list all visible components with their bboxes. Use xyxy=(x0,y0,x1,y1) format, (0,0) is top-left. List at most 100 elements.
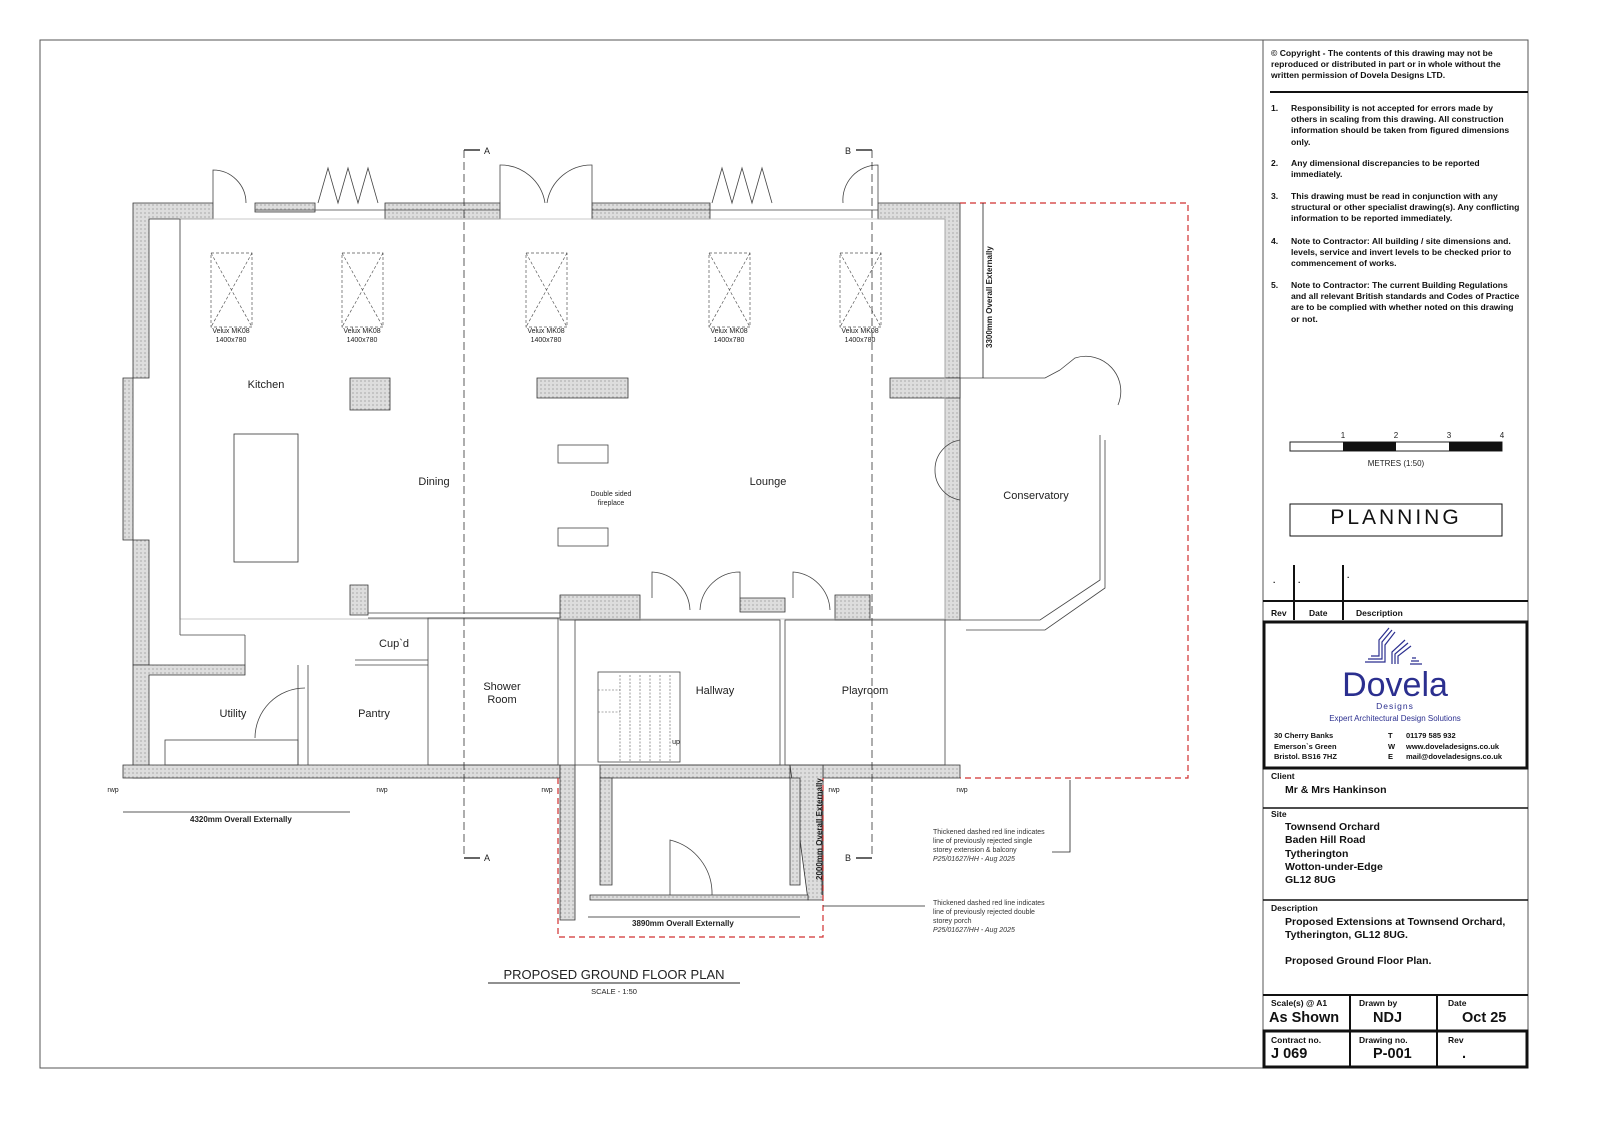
dovela-logo-mark xyxy=(1365,627,1422,665)
room-label-conservatory: Conservatory xyxy=(1003,490,1069,502)
rejected-extension-outline xyxy=(557,202,1189,938)
note-4: 4. Note to Contractor: All building / sit… xyxy=(1271,236,1521,270)
velux-size: 1400x780 xyxy=(216,337,247,344)
rev-label: Rev xyxy=(1448,1035,1464,1045)
site-line: Tytherington xyxy=(1285,847,1349,860)
annotation-line: line of previously rejected single xyxy=(933,838,1032,845)
site-line: Wotton-under-Edge xyxy=(1285,860,1383,873)
contact-key: T xyxy=(1388,731,1393,740)
note-text: Note to Contractor: The current Building… xyxy=(1291,280,1520,324)
note-number: 1. xyxy=(1271,103,1279,113)
date-label: Date xyxy=(1448,998,1467,1008)
internal-walls xyxy=(164,164,1122,896)
scale-bar: 1 2 3 4 METRES (1:50) xyxy=(1289,431,1505,468)
address-line: 30 Cherry Banks xyxy=(1274,731,1334,740)
note-text: Note to Contractor: All building / site … xyxy=(1291,236,1512,269)
description-text: Proposed Extensions at Townsend Orchard,… xyxy=(1285,916,1505,968)
plan-title: PROPOSED GROUND FLOOR PLAN xyxy=(503,967,724,982)
room-label-utility: Utility xyxy=(220,708,247,720)
dimension-left: 4320mm Overall Externally xyxy=(190,815,292,824)
revision-description: . xyxy=(1347,570,1350,580)
planning-stamp: PLANNING xyxy=(1330,506,1462,529)
room-label-cupd: Cup`d xyxy=(379,638,409,650)
note-text: This drawing must be read in conjunction… xyxy=(1291,191,1520,224)
room-label-playroom: Playroom xyxy=(842,685,888,697)
note-3: 3.This drawing must be read in conjuncti… xyxy=(1271,191,1521,225)
note-number: 5. xyxy=(1271,280,1279,290)
plan-scale: SCALE - 1:50 xyxy=(591,987,637,996)
annotation-line: Thickened dashed red line indicates xyxy=(933,829,1045,836)
annotation-ref: P25/01627/HH - Aug 2025 xyxy=(933,856,1015,863)
site-address: Townsend Orchard Baden Hill Road Tytheri… xyxy=(1285,821,1383,887)
company-tagline: Expert Architectural Design Solutions xyxy=(1329,714,1461,723)
velux-size: 1400x780 xyxy=(845,337,876,344)
revision-header-description: Description xyxy=(1356,608,1403,618)
room-label-dining: Dining xyxy=(418,476,449,488)
room-label-pantry: Pantry xyxy=(358,708,390,720)
rwp-label: rwp xyxy=(541,787,552,794)
rwp-label: rwp xyxy=(828,787,839,794)
description-line: Tytherington, GL12 8UG. xyxy=(1285,929,1408,942)
velux-name: Velux MK08 xyxy=(841,328,878,335)
room-label-hallway: Hallway xyxy=(696,685,735,697)
note-number: 4. xyxy=(1271,236,1279,246)
note-text: Responsibility is not accepted for error… xyxy=(1291,103,1510,147)
scale-tick: 4 xyxy=(1500,431,1505,440)
annotation-line: line of previously rejected double xyxy=(933,909,1035,916)
rev-value: . xyxy=(1462,1046,1467,1062)
annotation-line: Thickened dashed red line indicates xyxy=(933,900,1045,907)
staircase xyxy=(598,675,671,762)
scale-tick: 3 xyxy=(1447,431,1452,440)
scale-tick: 1 xyxy=(1341,431,1346,440)
company-contact: 01179 585 932 www.doveladesigns.co.uk ma… xyxy=(1406,731,1502,763)
description-line: Proposed Ground Floor Plan. xyxy=(1285,954,1432,967)
annotation-line: storey porch xyxy=(933,918,972,925)
velux-name: Velux MK08 xyxy=(343,328,380,335)
drawing-no-value: P-001 xyxy=(1373,1046,1412,1062)
revision-date: . xyxy=(1298,575,1301,585)
date-value: Oct 25 xyxy=(1462,1010,1507,1026)
company-logo-sub: Designs xyxy=(1376,701,1414,711)
note-5: 5. Note to Contractor: The current Buildi… xyxy=(1271,280,1521,325)
dimension-lines xyxy=(123,203,1071,918)
website-link[interactable]: www.doveladesigns.co.uk xyxy=(1406,741,1500,751)
contact-key: W xyxy=(1388,741,1396,751)
title-block-grid xyxy=(1262,91,1529,1069)
rwp-label: rwp xyxy=(376,787,387,794)
company-contact-keys: T W E xyxy=(1388,731,1395,763)
room-label-shower-1: Shower xyxy=(483,681,521,693)
site-label: Site xyxy=(1271,809,1287,819)
fireplace-label-1: Double sided xyxy=(591,491,632,498)
site-line: Baden Hill Road xyxy=(1285,834,1366,847)
section-mark-a-top: A xyxy=(484,146,490,156)
section-mark-b-bottom: B xyxy=(845,853,851,863)
client-value: Mr & Mrs Hankinson xyxy=(1285,784,1387,796)
room-label-kitchen: Kitchen xyxy=(248,379,285,391)
velux-size: 1400x780 xyxy=(714,337,745,344)
description-line: Proposed Extensions at Townsend Orchard, xyxy=(1285,916,1506,928)
room-label-lounge: Lounge xyxy=(750,476,787,488)
fireplace-label-2: fireplace xyxy=(598,500,625,507)
copyright-notice: © Copyright - The contents of this drawi… xyxy=(1271,48,1501,81)
address-line: Bristol. BS16 7HZ xyxy=(1274,752,1337,761)
velux-size: 1400x780 xyxy=(347,337,378,344)
scale-label: Scale(s) @ A1 xyxy=(1271,998,1328,1008)
site-line: GL12 8UG xyxy=(1285,874,1336,887)
note-2: 2.Any dimensional discrepancies to be re… xyxy=(1271,158,1521,180)
client-label: Client xyxy=(1271,771,1295,781)
email-link[interactable]: mail@doveladesigns.co.uk xyxy=(1406,752,1503,761)
dimension-porch-depth: 2000mm Overall Externally xyxy=(815,778,824,880)
external-walls xyxy=(122,202,961,921)
velux-name: Velux MK08 xyxy=(527,328,564,335)
note-text: Any dimensional discrepancies to be repo… xyxy=(1291,158,1480,180)
velux-rooflights xyxy=(210,252,882,328)
scale-tick: 2 xyxy=(1394,431,1399,440)
drawn-by-value: NDJ xyxy=(1373,1010,1403,1026)
company-address: 30 Cherry Banks Emerson`s Green Bristol.… xyxy=(1274,731,1337,763)
annotation-ref: P25/01627/HH - Aug 2025 xyxy=(933,927,1015,934)
rwp-label: rwp xyxy=(107,787,118,794)
dimension-porch-width: 3890mm Overall Externally xyxy=(632,919,734,928)
